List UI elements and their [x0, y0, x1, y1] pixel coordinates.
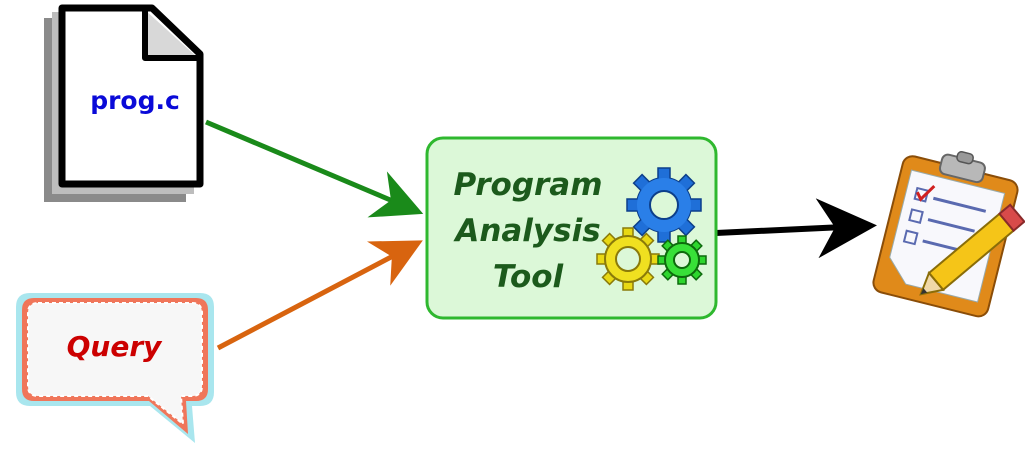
document-icon: [44, 4, 204, 202]
query-label: Query: [66, 330, 162, 363]
speech-bubble-icon: [16, 293, 214, 443]
tool-label-line1: Program: [453, 167, 603, 203]
query-to-tool-arrow: [216, 240, 423, 351]
green-gear-icon: [657, 235, 707, 285]
tool-label: Program Analysis Tool: [428, 162, 628, 300]
file-name-label: prog.c: [90, 86, 180, 115]
file-to-tool-arrow: [205, 119, 424, 218]
blue-gear-icon: [626, 167, 702, 243]
gears-icon: [596, 167, 707, 291]
clipboard-checklist-pencil-icon: [872, 151, 1025, 318]
tool-label-line2: Analysis: [455, 213, 601, 249]
tool-to-output-arrow: [715, 198, 877, 259]
tool-label-line3: Tool: [492, 259, 564, 295]
yellow-gear-icon: [596, 227, 660, 291]
